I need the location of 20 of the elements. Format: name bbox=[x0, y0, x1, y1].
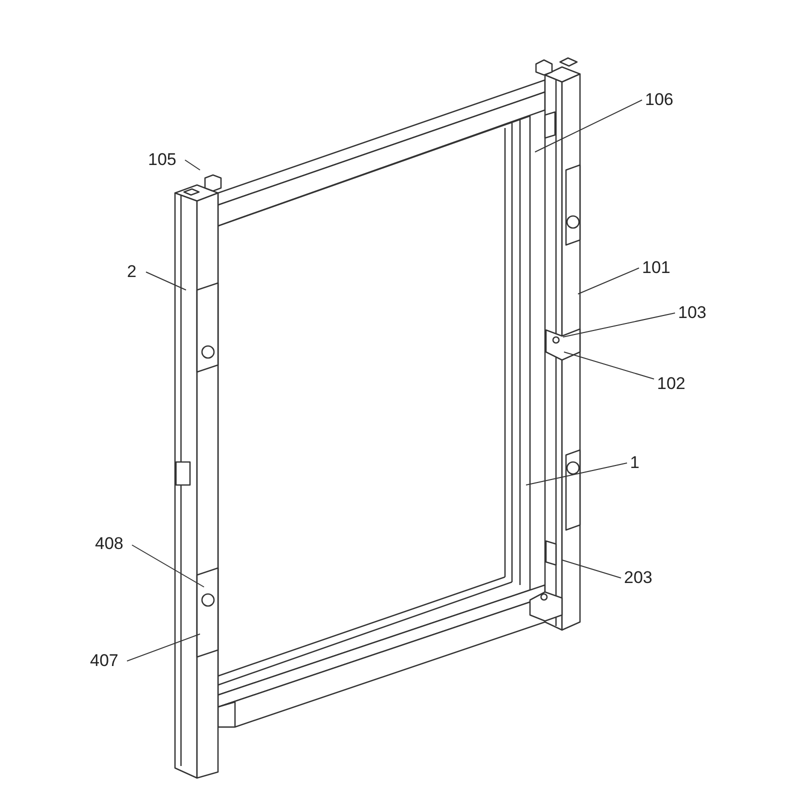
callout-number: 105 bbox=[148, 150, 176, 170]
callout-number: 1 bbox=[630, 453, 640, 473]
callout-number: 203 bbox=[624, 568, 652, 588]
leader-line bbox=[526, 462, 628, 486]
callout-number: 102 bbox=[657, 374, 686, 394]
leader-line bbox=[132, 544, 204, 588]
callout-number: 407 bbox=[90, 651, 118, 671]
leader-line bbox=[578, 268, 640, 294]
callout-number: 103 bbox=[678, 303, 706, 323]
leader-line bbox=[146, 272, 186, 290]
callout-number: 106 bbox=[645, 90, 674, 110]
callout-number: 408 bbox=[95, 534, 124, 554]
leader-line bbox=[126, 634, 200, 662]
leader-line bbox=[562, 560, 622, 578]
callout-number: 2 bbox=[127, 262, 136, 282]
leader-line bbox=[534, 100, 642, 152]
leader-line bbox=[184, 160, 200, 170]
leader-line bbox=[562, 312, 676, 338]
callout-number: 101 bbox=[642, 258, 670, 278]
leader-line bbox=[564, 352, 654, 380]
